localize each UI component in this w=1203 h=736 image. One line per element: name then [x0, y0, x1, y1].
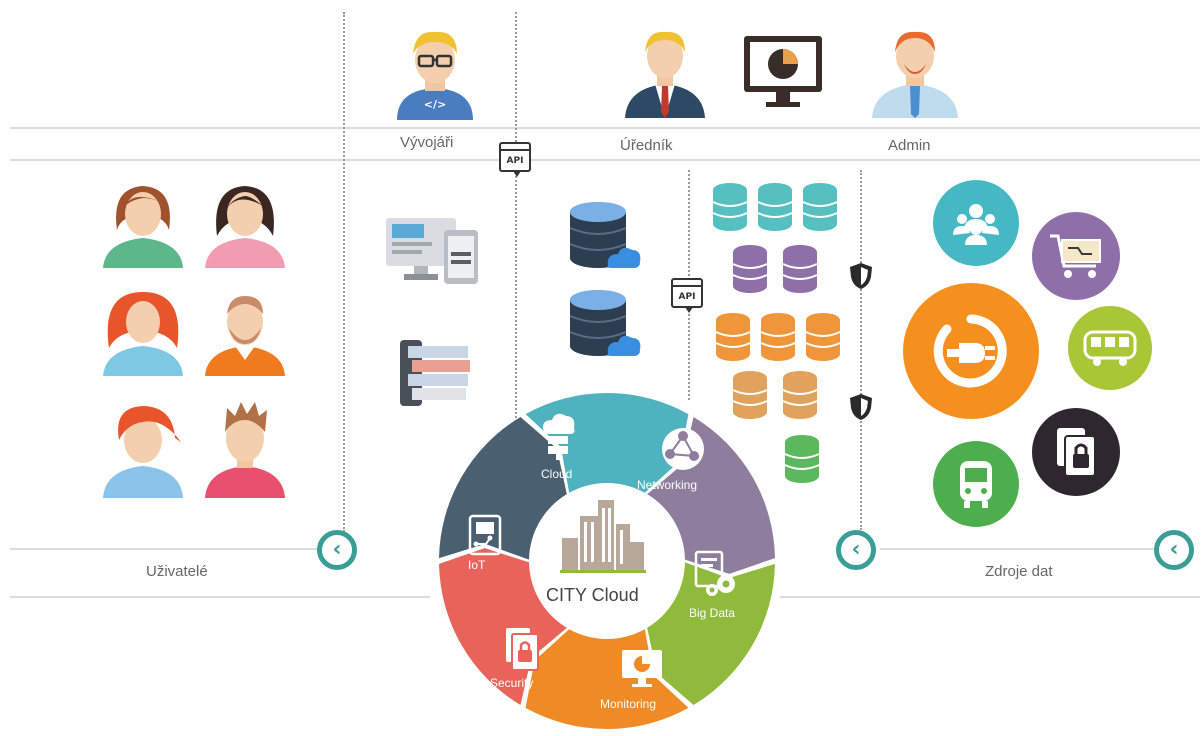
- hub-center-label: CITY Cloud: [546, 585, 639, 605]
- cloud-database-icon: [569, 202, 641, 268]
- security-segment[interactable]: [439, 548, 567, 706]
- api-badge-top: API: [499, 142, 531, 177]
- chevron-left-icon: ‹: [332, 537, 342, 562]
- network-globe-icon: [662, 428, 704, 470]
- power-plug-icon: [903, 283, 1039, 419]
- city-buildings-icon: [560, 500, 646, 573]
- user-avatar-icon: [103, 186, 183, 268]
- user-avatar-icon: [205, 296, 285, 376]
- user-avatar-icon: [103, 406, 183, 498]
- big-data-gears-icon: [694, 550, 735, 596]
- collapse-data-sources-button[interactable]: ‹: [1154, 530, 1194, 570]
- data-sources-section-label: Zdroje dat: [985, 563, 1053, 580]
- bottom-divider-left-2: [10, 596, 430, 598]
- networking-segment-label[interactable]: Networking: [637, 478, 698, 492]
- api-badge-middle: API: [671, 278, 703, 313]
- group-users-icon: [933, 180, 1019, 266]
- big-data-segment[interactable]: [647, 562, 775, 706]
- top-divider-1: [10, 127, 1200, 129]
- chevron-left-icon: ‹: [851, 537, 861, 562]
- database-stack-purple: [732, 245, 818, 293]
- iot-segment-label[interactable]: IoT: [468, 558, 486, 572]
- security-segment-label[interactable]: Security: [490, 676, 534, 690]
- officer-avatar-icon: [625, 31, 705, 118]
- developers-label: Vývojáři: [400, 134, 454, 151]
- collapse-storage-button[interactable]: ‹: [836, 530, 876, 570]
- database-stack-tan: [732, 371, 818, 419]
- chevron-left-icon: ‹: [1169, 537, 1179, 562]
- monitoring-segment-label[interactable]: Monitoring: [600, 697, 657, 711]
- user-avatar-icon: [205, 186, 285, 268]
- bus-side-icon: [1068, 306, 1152, 390]
- users-section-label: Uživatelé: [146, 563, 208, 580]
- locked-document-icon: [1032, 408, 1120, 496]
- column-separator-4: [860, 170, 862, 530]
- bottom-divider-left-1: [10, 548, 320, 550]
- admin-label: Admin: [888, 137, 931, 154]
- cloud-server-icon: [543, 413, 575, 460]
- bus-front-icon: [933, 441, 1019, 527]
- cloud-database-icon: [569, 290, 641, 356]
- code-editor-icon: [400, 340, 470, 406]
- shield-icon: [850, 263, 872, 289]
- top-divider-2: [10, 159, 1200, 161]
- column-separator-2: [515, 12, 517, 442]
- desktop-mobile-icon: [386, 218, 478, 284]
- big-data-segment-label[interactable]: Big Data: [689, 606, 736, 620]
- database-green: [784, 435, 820, 483]
- networking-segment[interactable]: [647, 416, 775, 574]
- security-lock-document-icon: [506, 628, 539, 671]
- user-avatar-icon: [205, 402, 285, 498]
- developer-avatar-icon: </>: [397, 31, 473, 120]
- monitor-chart-icon: [744, 36, 822, 107]
- bottom-divider-right-2: [780, 596, 1200, 598]
- database-stack-teal: [712, 183, 838, 231]
- shield-icon: [850, 394, 872, 420]
- html-tag-text: </>: [424, 98, 446, 111]
- user-avatar-icon: [103, 292, 183, 376]
- column-separator-1: [343, 12, 345, 532]
- officer-label: Úředník: [620, 137, 673, 154]
- iot-chip-icon: [468, 514, 502, 556]
- monitor-chart-icon: [622, 650, 662, 687]
- collapse-users-button[interactable]: ‹: [317, 530, 357, 570]
- bottom-divider-right-1: [880, 548, 1160, 550]
- admin-avatar-icon: [872, 31, 958, 118]
- database-stack-orange: [715, 313, 841, 361]
- shopping-cart-icon: [1032, 212, 1120, 300]
- cloud-segment-label[interactable]: Cloud: [541, 467, 573, 481]
